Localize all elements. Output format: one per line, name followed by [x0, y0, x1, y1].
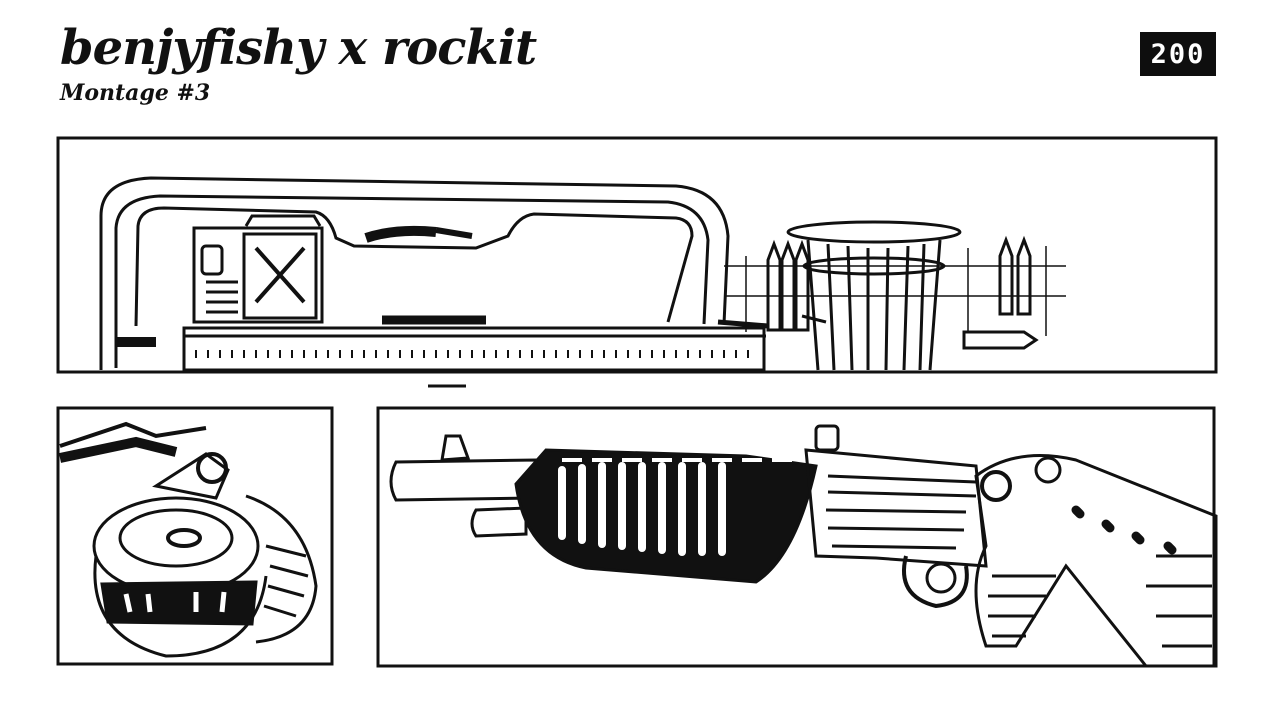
count-badge: 200 — [1140, 32, 1216, 76]
ammo-icon — [717, 235, 1066, 350]
bottom-left-panel — [56, 406, 334, 666]
top-panel — [56, 136, 1218, 388]
trash-can-icon — [786, 220, 962, 371]
title: benjyfishy x rockit — [60, 20, 537, 76]
ruler-ticks — [195, 350, 749, 358]
subtitle: Montage #3 — [60, 80, 211, 106]
bottom-right-panel — [376, 406, 1218, 668]
supply-crate-icon — [99, 176, 766, 388]
shotgun-icon — [389, 424, 1218, 668]
loot-bag-icon — [58, 421, 318, 658]
